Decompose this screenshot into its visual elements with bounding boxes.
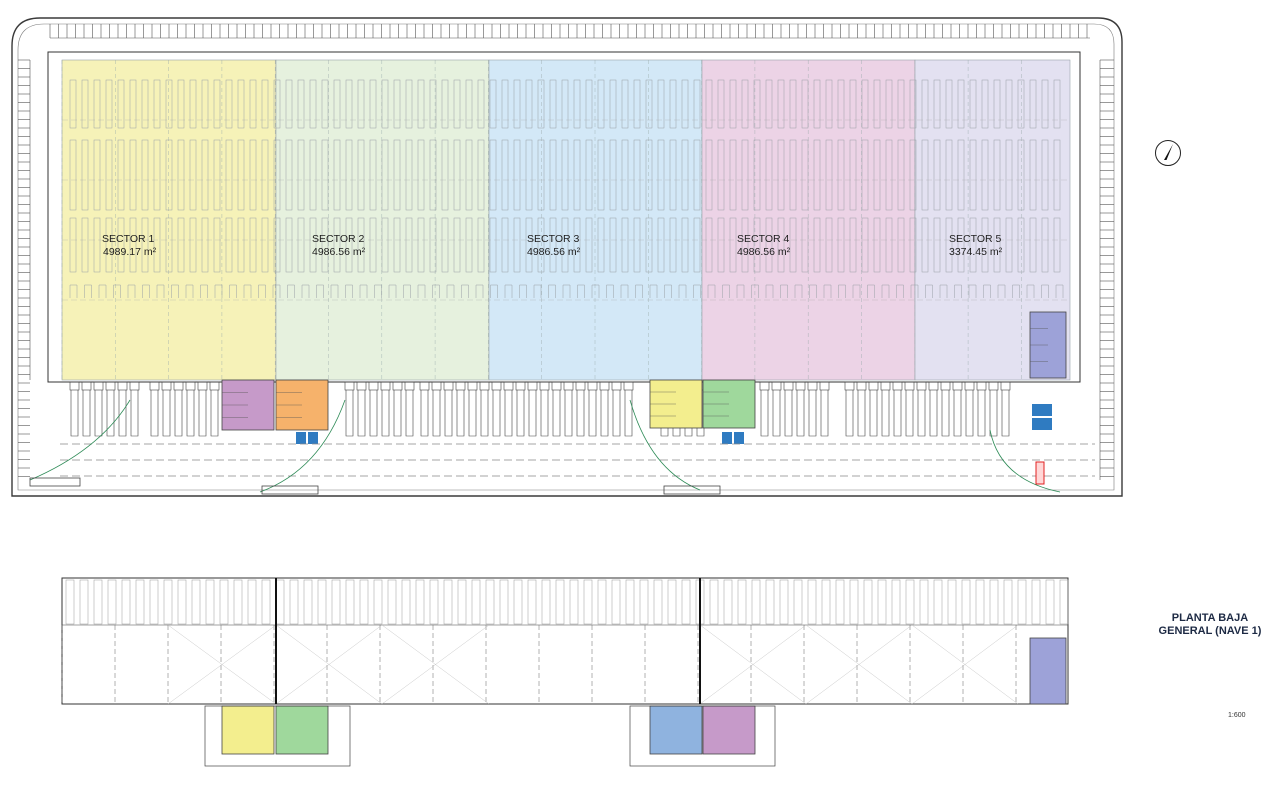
sector-5-name: SECTOR 5 [949,233,1001,245]
loading-docks [69,381,1011,437]
perimeter-parking [18,24,1114,480]
sector-2-area: 4986.56 m² [312,246,366,258]
sector-3-name: SECTOR 3 [527,233,579,245]
sector-4-name: SECTOR 4 [737,233,789,245]
office-blocks [221,311,1067,444]
title-line-1: PLANTA BAJA [1171,612,1249,624]
sector-2-name: SECTOR 2 [312,233,364,245]
site-boundary-inner [17,23,1115,491]
lower-floor-plan [61,577,1069,767]
sector-2-area [275,59,490,381]
accessible-parking-icon [1032,418,1042,430]
storage-racks [69,79,1064,298]
accessible-parking-icon [308,432,318,444]
lower-office-yellow [221,705,275,755]
accessible-parking-icon [1042,418,1052,430]
accessible-parking-icon [1032,404,1042,416]
sector-1-name: SECTOR 1 [102,233,154,245]
lower-office-blue [649,705,703,755]
lower-office-purple [702,705,756,755]
north-arrow-icon [1155,140,1181,166]
sector-4-area [701,59,916,381]
title-line-2: GENERAL (NAVE 1) [1158,625,1262,637]
lower-office-lavender [1029,637,1067,705]
sector-1-area: 4989.17 m² [103,246,157,258]
sector-1-area [61,59,277,381]
sector-labels: SECTOR 1 4989.17 m² SECTOR 2 4986.56 m² … [102,233,1003,258]
sector-3-area [488,59,703,381]
accessible-parking-icon [296,432,306,444]
sector-5-area: 3374.45 m² [949,246,1003,258]
access-road [29,399,1095,495]
warehouse-sectors [47,51,1081,383]
site-boundary [11,17,1123,497]
drawing-scale: 1:600 [1228,712,1246,719]
accessible-parking-icon [734,432,744,444]
accessible-parking-icon [722,432,732,444]
sector-4-area: 4986.56 m² [737,246,791,258]
sector-3-area: 4986.56 m² [527,246,581,258]
accessible-parking-icon [1042,404,1052,416]
drawing-title: PLANTA BAJA GENERAL (NAVE 1) [1150,612,1270,638]
lower-building-outline [61,577,1069,705]
lower-office-green [275,705,329,755]
